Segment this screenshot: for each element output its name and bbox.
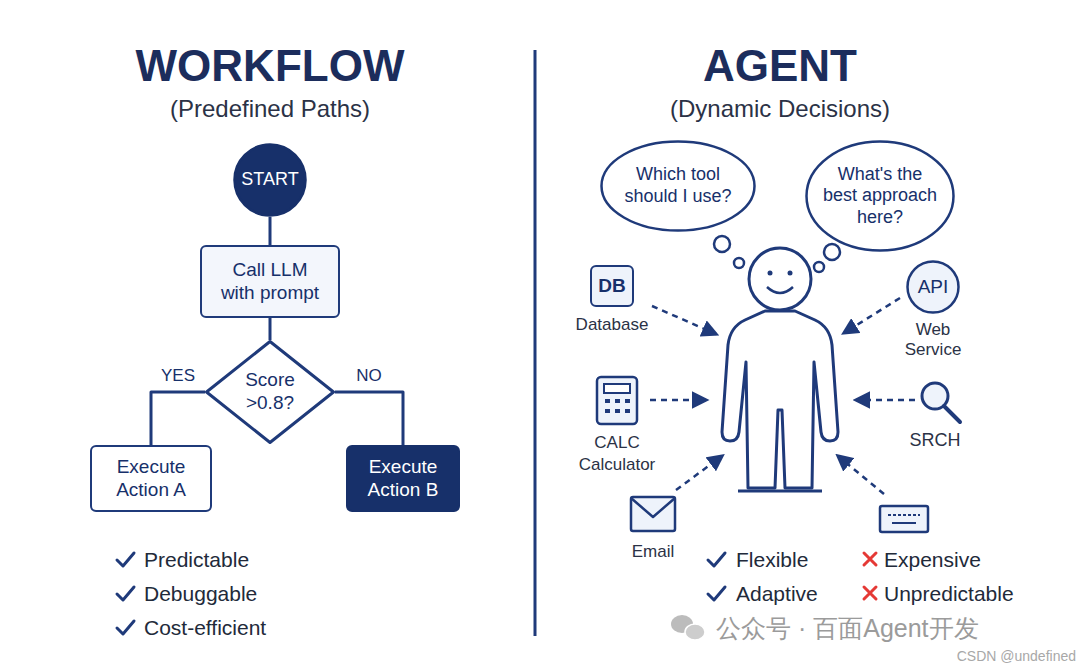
drawback-item: Unpredictable — [884, 582, 1014, 606]
node-body: Which tool should I use? — [600, 140, 756, 232]
panel-title: WORKFLOW — [136, 41, 405, 92]
node-body: API — [906, 260, 960, 314]
thought-dot — [814, 262, 824, 272]
benefit-item: Adaptive — [736, 582, 818, 606]
email-icon — [631, 497, 675, 531]
flow-connector — [269, 217, 272, 245]
node-text: START — [241, 169, 298, 191]
panel-title: AGENT — [703, 41, 857, 92]
watermark-logo — [671, 615, 705, 640]
search-icon — [922, 383, 960, 422]
keyboard-icon — [880, 506, 928, 532]
node-body: Execute Action A — [92, 447, 210, 510]
node-text: Which tool should I use? — [617, 164, 739, 207]
panel-divider — [534, 50, 537, 636]
agent-figure — [722, 248, 838, 491]
node-outline — [602, 142, 755, 231]
node-body: What's the best approach here? — [805, 140, 955, 252]
benefit-item: Cost-efficient — [144, 616, 266, 640]
edge-label: NO — [356, 366, 382, 386]
process-box: Call LLM with prompt — [200, 245, 340, 318]
flow-connector — [151, 392, 205, 445]
node-text: Call LLM with prompt — [214, 259, 326, 305]
api-icon: APIWeb Service — [906, 260, 960, 314]
node-body: Execute Action B — [348, 447, 458, 510]
process-box: Execute Action A — [90, 445, 212, 512]
node-body: Score >0.8? — [205, 340, 335, 444]
cross-mark — [864, 553, 876, 599]
icon-label: CALC — [594, 433, 639, 453]
node-text: Execute Action A — [106, 456, 196, 502]
node-text: What's the best approach here? — [819, 164, 941, 229]
process-box: Execute Action B — [346, 445, 460, 512]
drawback-item: Expensive — [884, 548, 981, 572]
flow-connector — [335, 392, 403, 445]
decision-diamond: Score >0.8? — [205, 340, 335, 444]
edge-label: YES — [161, 366, 195, 386]
node-caption: Database — [562, 315, 662, 335]
watermark: 公众号 · 百面Agent开发 — [716, 614, 979, 643]
icon-label: SRCH — [909, 430, 960, 451]
node-caption: Web Service — [898, 320, 968, 361]
icon-label: Calculator — [579, 455, 656, 475]
node-text: Execute Action B — [358, 456, 448, 502]
thought-dot — [714, 236, 730, 252]
node-body: DB — [592, 267, 632, 305]
node-body: Call LLM with prompt — [202, 247, 338, 316]
panel-subtitle: (Predefined Paths) — [170, 95, 370, 123]
database-icon: DBDatabase — [590, 265, 634, 307]
dashed-arrow — [650, 298, 915, 494]
thought-dot — [824, 244, 840, 260]
thought-bubble: What's the best approach here? — [805, 140, 955, 252]
benefit-item: Predictable — [144, 548, 249, 572]
node-outline — [807, 142, 954, 251]
node-text: Score >0.8? — [234, 369, 306, 415]
thought-dot — [734, 258, 744, 268]
node-text: DB — [598, 275, 625, 298]
node-text: API — [918, 276, 949, 299]
node-body: START — [233, 143, 307, 217]
panel-subtitle: (Dynamic Decisions) — [670, 95, 890, 123]
benefit-item: Debuggable — [144, 582, 257, 606]
node-outline — [908, 262, 959, 313]
start-terminal: START — [233, 143, 307, 217]
node-outline — [207, 342, 334, 443]
node-outline — [235, 145, 306, 216]
thought-bubble: Which tool should I use? — [600, 140, 756, 232]
benefit-item: Flexible — [736, 548, 808, 572]
flow-connector — [269, 318, 272, 340]
icon-label: Email — [632, 542, 675, 562]
calculator-icon — [597, 377, 637, 424]
watermark: CSDN @undefined — [957, 648, 1076, 664]
